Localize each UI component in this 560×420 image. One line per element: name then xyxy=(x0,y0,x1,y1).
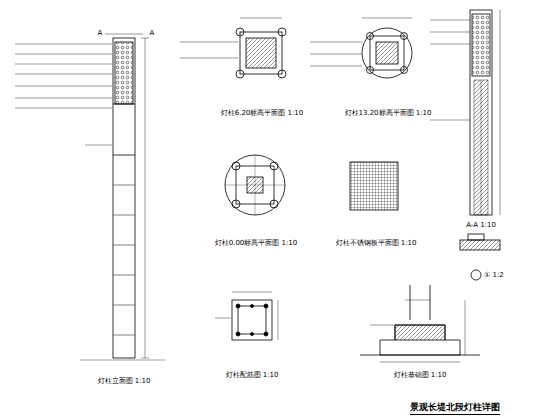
view-caption: 灯柱立面图 1:10 xyxy=(98,378,151,386)
section-mark: A xyxy=(98,30,103,38)
view-caption: A-A 1:10 xyxy=(466,222,496,230)
view-caption: 灯柱13.20标高平面图 1:10 xyxy=(345,110,432,118)
view-caption: 灯柱0.00标高平面图 1:10 xyxy=(215,240,298,248)
view-caption: 灯柱不锈钢板平面图 1:10 xyxy=(336,240,417,248)
view-caption: 灯柱基础图 1:10 xyxy=(394,372,447,380)
view-caption: 灯柱6.20标高平面图 1:10 xyxy=(221,110,304,118)
section-mark: A xyxy=(150,30,155,38)
view-caption: 灯柱配筋图 1:10 xyxy=(226,372,279,380)
view-caption: ① 1:2 xyxy=(484,272,504,280)
drawing-title: 景观长堤北段灯柱详图 xyxy=(410,402,500,415)
